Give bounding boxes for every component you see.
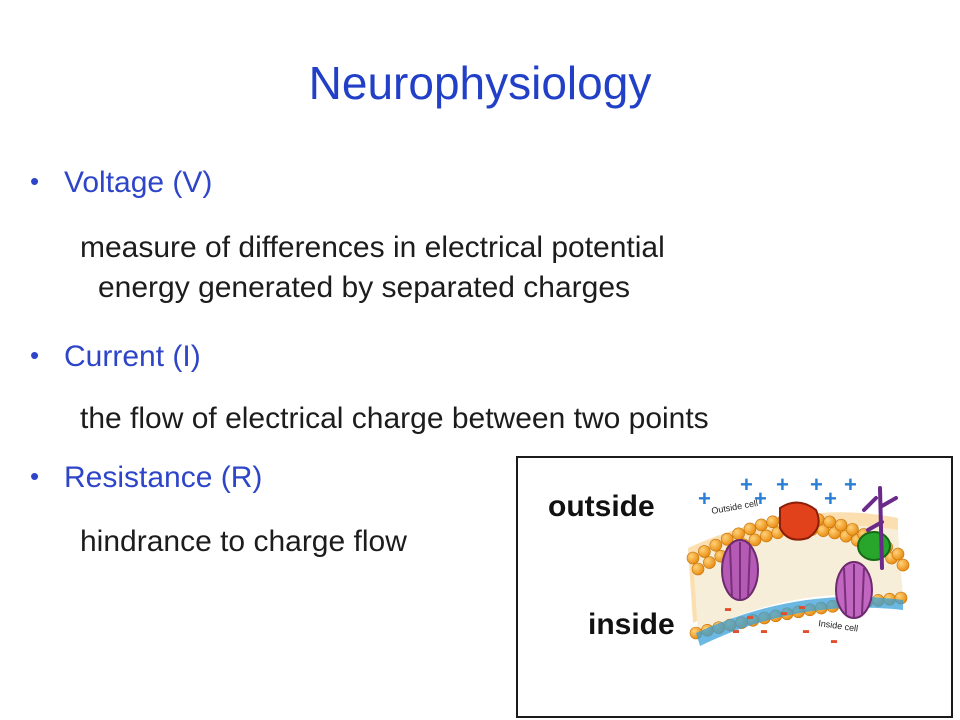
slide-title: Neurophysiology bbox=[308, 57, 652, 109]
minus-sign: - bbox=[724, 595, 732, 622]
minus-sign: - bbox=[830, 627, 838, 654]
term-voltage: Voltage (V) bbox=[64, 166, 213, 199]
glycoprotein-chain bbox=[862, 486, 898, 570]
phospholipid-head bbox=[703, 556, 716, 569]
plus-sign: + bbox=[810, 472, 823, 497]
definition-voltage: measure of differences in electrical pot… bbox=[80, 228, 665, 308]
bullet-icon: • bbox=[30, 340, 40, 370]
phospholipid-head bbox=[766, 515, 780, 529]
membrane-figure: Outside cell Inside cell + + + + + + + -… bbox=[516, 456, 953, 718]
definition-resistance: hindrance to charge flow bbox=[80, 522, 407, 562]
plus-sign: + bbox=[698, 486, 711, 511]
minus-sign: - bbox=[798, 593, 806, 620]
phospholipid-head bbox=[755, 518, 768, 532]
bullet-current: • Current (I) bbox=[30, 340, 201, 374]
term-current: Current (I) bbox=[64, 340, 201, 373]
plus-sign: + bbox=[740, 472, 753, 497]
cell-membrane-illustration: Outside cell Inside cell + + + + + + + -… bbox=[686, 472, 910, 654]
positive-charges: + + + + + + + bbox=[698, 472, 857, 511]
phospholipid-head bbox=[896, 558, 910, 572]
plus-sign: + bbox=[754, 486, 767, 511]
inside-label: inside bbox=[588, 608, 675, 641]
phospholipid-head bbox=[743, 522, 757, 536]
phospholipid-head bbox=[760, 529, 773, 543]
minus-sign: - bbox=[746, 603, 754, 630]
plus-sign: + bbox=[844, 472, 857, 497]
plus-sign: + bbox=[824, 486, 837, 511]
outside-label: outside bbox=[548, 490, 655, 523]
minus-sign: - bbox=[802, 617, 810, 644]
minus-sign: - bbox=[780, 599, 788, 626]
negative-charges: - - - - - - - - bbox=[724, 593, 838, 654]
phospholipid-head bbox=[846, 523, 859, 536]
phospholipid-head bbox=[698, 545, 711, 558]
phospholipid-head bbox=[686, 551, 700, 565]
phospholipid-head bbox=[834, 518, 848, 532]
definition-voltage-line1: measure of differences in electrical pot… bbox=[80, 231, 665, 264]
surface-protein-red bbox=[779, 501, 820, 541]
definition-voltage-line2: energy generated by separated charges bbox=[98, 271, 631, 304]
bullet-icon: • bbox=[30, 166, 40, 196]
outside-cell-caption: Outside cell bbox=[711, 498, 759, 516]
definition-current-line1: the flow of electrical charge between tw… bbox=[80, 402, 709, 435]
phospholipid-head bbox=[823, 515, 836, 529]
phospholipid-head bbox=[720, 532, 734, 546]
phospholipid-head bbox=[732, 527, 745, 541]
inside-cell-caption: Inside cell bbox=[818, 618, 859, 633]
definition-current: the flow of electrical charge between tw… bbox=[80, 399, 709, 439]
lower-leaflet-edge bbox=[696, 596, 903, 646]
globular-protein-green bbox=[857, 531, 891, 561]
bullet-resistance: • Resistance (R) bbox=[30, 461, 262, 495]
phospholipid-head bbox=[691, 562, 705, 576]
bullet-icon: • bbox=[30, 461, 40, 491]
phospholipid-head bbox=[709, 538, 723, 552]
definition-resistance-line1: hindrance to charge flow bbox=[80, 525, 407, 558]
phospholipid-head bbox=[891, 547, 905, 561]
minus-sign: - bbox=[760, 617, 768, 644]
term-resistance: Resistance (R) bbox=[64, 461, 263, 494]
plus-sign: + bbox=[776, 472, 789, 497]
bullet-voltage: • Voltage (V) bbox=[30, 166, 212, 200]
minus-sign: - bbox=[732, 617, 740, 644]
phospholipid-head bbox=[748, 533, 762, 547]
